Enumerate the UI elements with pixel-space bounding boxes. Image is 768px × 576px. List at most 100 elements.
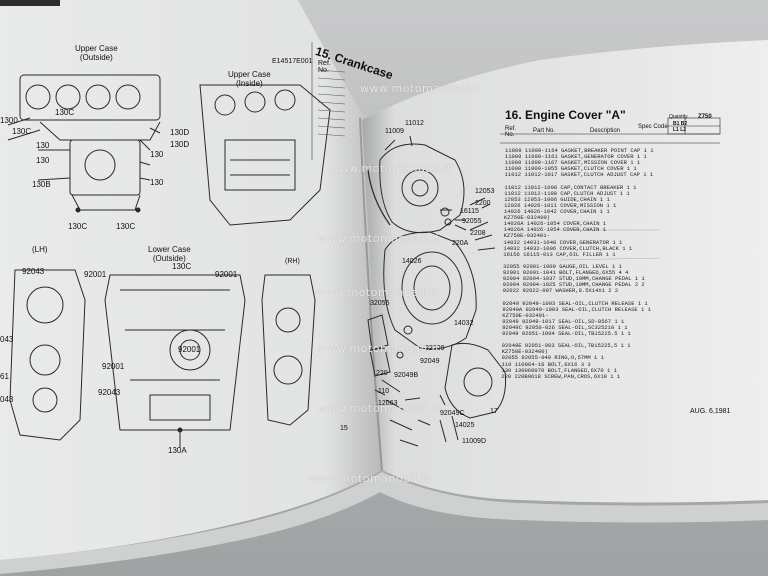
label-043-a: 043 xyxy=(0,335,14,344)
label-l11012: 11012 xyxy=(405,120,424,127)
watermark-5: www.motomanuali.it xyxy=(318,342,441,355)
parts-list-row: 92049A 92049-1003 SEAL-OIL,CLUTCH RELEAS… xyxy=(502,305,651,313)
label-130a: 130A xyxy=(168,446,187,455)
label-130c-e: 130C xyxy=(172,262,192,271)
label-130b: 130B xyxy=(32,180,51,189)
parts-list-row: 32055 92001-1009 GAUGE,OIL LEVEL 1 1 xyxy=(503,262,622,270)
label-l92049c: 92049C xyxy=(440,410,465,417)
parts-list-row: 14026 14026-1042 COVER,CHAIN 1 1 xyxy=(504,208,610,215)
parts-list-row: 14032 14031-1040 COVER,GENERATOR 1 1 xyxy=(503,238,623,246)
label-130d-a: 130D xyxy=(170,128,190,137)
label-l12053: 12053 xyxy=(475,188,495,195)
label-043-b: 043 xyxy=(0,395,14,404)
label-130c-b: 130C xyxy=(12,127,32,136)
parts-list-row: KZ750E-032401- xyxy=(502,311,549,319)
label-l11009d: 11009D xyxy=(462,438,487,445)
label-l11009: 11009 xyxy=(385,128,404,135)
parts-list-row: KZ750E-032400) xyxy=(503,214,551,222)
label-l14026: 14026 xyxy=(402,258,422,265)
parts-list-row: KZ750E-032401- xyxy=(503,232,550,240)
label-l14025: 14025 xyxy=(455,422,475,429)
rh-label: (RH) xyxy=(285,258,300,265)
parts-list-row: 92049 92049-1003 SEAL-OIL,CLUTCH RELEASE… xyxy=(502,299,648,307)
parts-list-row: 14032 14032-1006 COVER,CLUTCH,BLACK 1 1 xyxy=(503,244,633,252)
label-l16115: 16115 xyxy=(460,208,479,215)
right-page-footer-left: 17 xyxy=(490,408,498,415)
label-l220: 220 xyxy=(376,370,388,377)
watermark-2: www.motomanuali.it xyxy=(330,162,453,175)
label-130d-b: 130D xyxy=(170,140,190,149)
label-130-a: 130 xyxy=(36,141,50,150)
header-description: Description xyxy=(590,128,621,134)
parts-list-row: 92004 92004-1037 STUD,10MM,CHANGE PEDAL … xyxy=(502,275,645,283)
header-spec-code: Spec Code xyxy=(638,124,668,130)
label-l110: 110 xyxy=(378,388,390,395)
label-l92049b: 92049B xyxy=(394,372,419,379)
watermark-4: www.motomanuali.it xyxy=(316,286,439,299)
parts-list-row: 16156 16115-013 CAP,OIL FILLER 1 1 xyxy=(503,250,616,258)
header-quantity: Quantity xyxy=(669,114,688,120)
parts-list-row: 12053 12053-1006 GUIDE,CHAIN 1 1 xyxy=(504,195,610,203)
label-l220a: 220A xyxy=(452,240,469,247)
label-l92055: 92055 xyxy=(462,218,482,225)
right-page-footer-date: AUG. 6,1981 xyxy=(690,408,731,415)
watermark-1: www.motomanuali.it xyxy=(360,82,483,95)
label-l92049: 92049 xyxy=(420,358,440,365)
parts-list-row: KZ750E-032400) xyxy=(501,348,548,356)
header-model: Z750 xyxy=(698,114,712,120)
parts-list-row: 92055 92055-049 RING,O,57MM 1 1 xyxy=(501,354,604,362)
label-130c-c: 130C xyxy=(68,222,88,231)
header-cols: B1 B2 L1 L2 xyxy=(673,121,688,133)
label-130c-a: 130C xyxy=(55,108,75,117)
label-61: 61 xyxy=(0,372,9,381)
parts-list-row: 92004 92004-1025 STUD,10MM,CHANGE PEDAL … xyxy=(502,281,645,289)
label-130c-d: 130C xyxy=(116,222,136,231)
label-l32055: 32055 xyxy=(370,300,390,307)
parts-list-row: 11012 11012-1017 GASKET,CLUTCH ADJUST CA… xyxy=(504,171,654,179)
parts-list-row: 14026A 14026-1054 COVER,CHAIN 1 xyxy=(503,220,607,228)
left-page-number: 15 xyxy=(340,425,348,432)
parts-list-row: 92001 92001-1041 BOLT,FLANGED,6X55 4 4 xyxy=(503,269,629,276)
label-130-c: 130 xyxy=(150,150,164,159)
parts-list-row: 11009 11009-1167 GASKET,MISSION COVER 1 … xyxy=(504,159,641,167)
label-130-d: 130 xyxy=(150,178,164,187)
label-92043-a: 92043 xyxy=(22,267,45,276)
lower-case-outside-label: Lower Case (Outside) xyxy=(148,245,191,263)
label-l2208: 2208 xyxy=(470,230,486,237)
parts-list-row: 130 130060070 BOLT,FLANGED,6X70 1 1 xyxy=(501,366,617,374)
parts-list-row: 11009 11009-1055 GASKET,CLUTCH COVER 1 1 xyxy=(504,165,637,173)
parts-list-row: 92049C 92050-026 SEAL-OIL,SC325210 1 1 xyxy=(502,323,628,331)
label-92001-c: 92001 xyxy=(178,345,201,354)
parts-list-row: 92049 92051-1004 SEAL-OIL,TB15225.5 1 1 xyxy=(502,330,631,337)
parts-list-row: 220 220B0618 SCREW,PAN,CROS,6X18 1 1 xyxy=(501,372,621,380)
engine-cover-title: 16. Engine Cover "A" xyxy=(505,108,626,122)
label-l12063: 12063 xyxy=(378,400,398,407)
parts-list-row: 11009 11009-1164 GASKET,BREAKER POINT CA… xyxy=(505,147,654,154)
upper-case-outside-label: Upper Case (Outside) xyxy=(75,44,118,62)
label-92001-b: 92001 xyxy=(215,270,238,279)
label-92001-d: 92001 xyxy=(102,362,125,371)
label-92001-a: 92001 xyxy=(84,270,107,279)
header-part-no: Part No. xyxy=(533,128,556,134)
parts-list-row: 12026 14026-1011 COVER,MISSION 1 1 xyxy=(504,201,617,209)
parts-list-row: 92022 92022-097 WASHER,8.5X14X1 2 2 xyxy=(502,287,619,295)
parts-list-row: 14026A 14026-1054 COVER,CHAIN 1 xyxy=(503,226,607,234)
label-130-b: 130 xyxy=(36,156,50,165)
parts-list-row: 110 110064-16 BOLT,6X16 3 3 xyxy=(501,360,591,368)
watermark-3: www.motomanuali.it xyxy=(318,232,441,245)
part-code-top: E14517E001 xyxy=(272,58,313,65)
label-l2200: 2200 xyxy=(475,200,491,207)
parts-list-row: 11012 11012-1098 CAP,CONTACT BREAKER 1 1 xyxy=(504,183,637,191)
header-ref: Ref. No. xyxy=(505,126,517,138)
label-l22009: 22009 xyxy=(425,345,445,352)
parts-list-row: 11009 11009-1161 GASKET,GENERATOR COVER … xyxy=(504,153,647,161)
parts-list-row: 11012 11012-1108 CAP,CLUTCH ADJUST 1 1 xyxy=(504,189,630,197)
label-l14032: 14032 xyxy=(454,320,474,327)
parts-list-row: 92049E 92051-003 SEAL-OIL,TB15225,5 1 1 xyxy=(501,342,631,350)
lh-label: (LH) xyxy=(32,245,48,254)
label-92043-b: 92043 xyxy=(98,388,121,397)
